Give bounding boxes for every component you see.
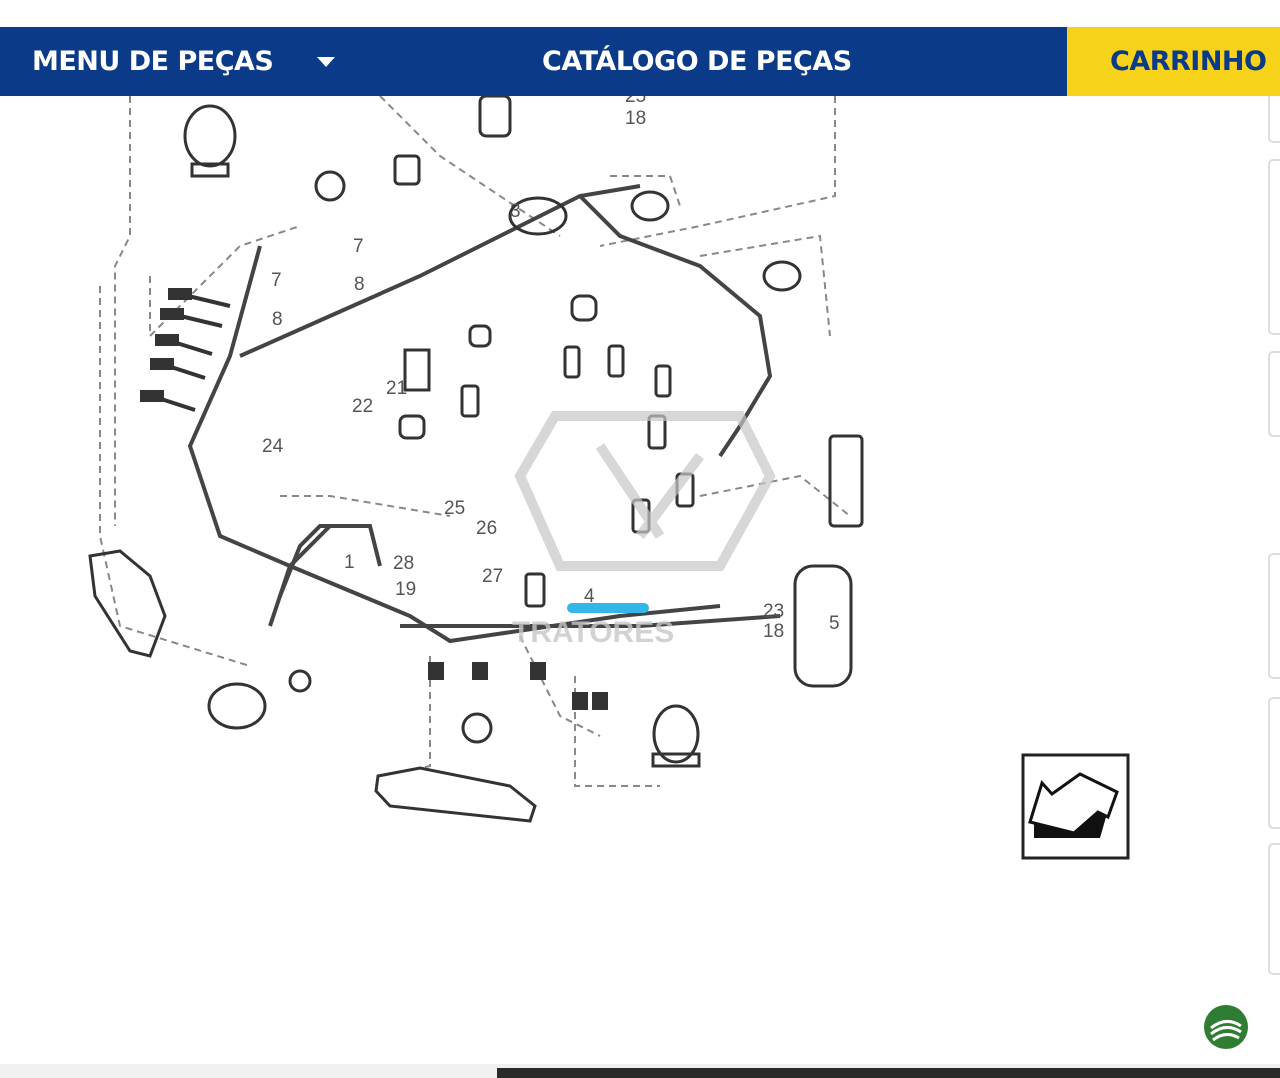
scrollbar-thumb[interactable]	[497, 1068, 1280, 1078]
callout-label: 3	[510, 201, 521, 222]
callout-label: 18	[763, 621, 784, 642]
callout-label: 23	[763, 601, 784, 622]
callout-label: 22	[352, 396, 373, 417]
callout-label: 26	[476, 518, 497, 539]
callout-label: 1	[344, 552, 355, 573]
callout-label: 25	[444, 498, 465, 519]
callout-label: 27	[482, 566, 503, 587]
callout-label: 18	[625, 108, 646, 129]
callout-label: 8	[354, 274, 365, 295]
top-nav-bar: MENU DE PEÇAS CATÁLOGO DE PEÇAS CARRINHO	[0, 27, 1280, 96]
callout-label: 7	[271, 270, 282, 291]
parts-menu-dropdown[interactable]: MENU DE PEÇAS	[0, 27, 360, 96]
callout-label: 5	[829, 613, 840, 634]
side-panel-strip	[1265, 91, 1280, 1064]
watermark-text: TRATORES	[512, 616, 674, 649]
cart-label: CARRINHO	[1110, 46, 1267, 77]
callout-label: 24	[262, 436, 284, 457]
chevron-down-icon	[317, 56, 336, 67]
parts-exploded-diagram: TRATORES 25 18 3 7 8 7 8 21 22 24 25 26 …	[88, 96, 1130, 860]
callout-label: 25	[625, 96, 646, 107]
callout-label: 8	[272, 309, 283, 330]
catalog-link[interactable]: CATÁLOGO DE PEÇAS	[542, 46, 852, 77]
callout-label: 28	[393, 553, 414, 574]
cart-button[interactable]: CARRINHO	[1067, 27, 1280, 96]
callout-label: 19	[395, 579, 416, 600]
parts-menu-label: MENU DE PEÇAS	[32, 46, 274, 77]
bottom-scrollbar[interactable]	[0, 1064, 1280, 1078]
arrow-back-icon[interactable]	[1021, 753, 1130, 860]
callout-label: 4	[584, 586, 595, 607]
callout-label: 21	[386, 378, 407, 399]
brand-logo-icon	[1204, 1005, 1248, 1049]
callout-label: 7	[353, 236, 364, 257]
